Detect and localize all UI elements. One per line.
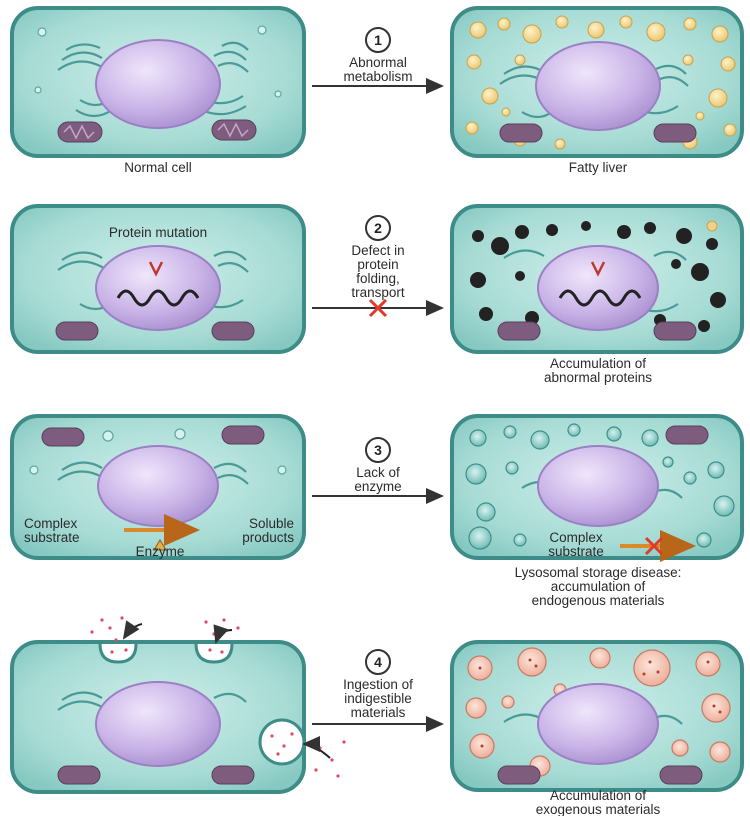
step-number-badge: 1 — [366, 28, 390, 52]
step-number-badge: 3 — [366, 438, 390, 462]
mechanism-line: Abnormal — [349, 55, 407, 70]
mechanism-line: Defect in — [351, 243, 404, 258]
mitochondria-icon — [500, 124, 542, 142]
products-label: Soluble — [249, 516, 294, 531]
mitochondria-icon — [654, 124, 696, 142]
mitochondria-icon — [56, 322, 98, 340]
row-3: Complex substrate Soluble products Enzym… — [12, 416, 742, 608]
ingesting-cell — [12, 616, 346, 792]
right-caption: abnormal proteins — [544, 370, 652, 385]
mitochondria-icon — [660, 766, 702, 784]
phagosome-icon — [260, 720, 304, 764]
mechanism-line: enzyme — [354, 479, 401, 494]
mechanism-line: folding, — [356, 271, 400, 286]
nucleus-icon — [96, 682, 220, 766]
row-4: 4 Ingestion of indigestible materials — [12, 616, 742, 816]
mechanism-line: materials — [351, 705, 406, 720]
mechanism-line: Ingestion of — [343, 677, 413, 692]
mitochondria-icon — [212, 322, 254, 340]
right-caption: Accumulation of — [550, 788, 646, 803]
mitochondria-icon — [654, 322, 696, 340]
substrate-label: Complex — [549, 530, 603, 545]
mitochondria-icon — [42, 428, 84, 446]
nucleus-icon — [96, 40, 220, 128]
row-1: Normal cell 1 Abnormal metabolism — [12, 8, 742, 175]
right-caption: endogenous materials — [532, 593, 665, 608]
step-number: 2 — [374, 220, 382, 236]
right-caption: Fatty liver — [569, 160, 628, 175]
step-number-badge: 2 — [366, 216, 390, 240]
cell-inner-label: Protein mutation — [109, 225, 207, 240]
substrate-label: substrate — [548, 544, 604, 559]
nucleus-icon — [538, 446, 658, 526]
row-2: Protein mutation 2 Defect in protein fol… — [12, 206, 742, 385]
right-caption: Accumulation of — [550, 356, 646, 371]
step-number: 4 — [374, 654, 382, 670]
mitochondria-icon — [498, 322, 540, 340]
mechanism-line: protein — [357, 257, 398, 272]
enzyme-label: Enzyme — [136, 544, 185, 559]
nucleus-icon — [536, 42, 660, 130]
mitochondria-icon — [666, 426, 708, 444]
exogenous-accumulation-cell — [452, 642, 742, 790]
mitochondria-icon — [498, 766, 540, 784]
nucleus-icon — [98, 446, 218, 526]
mitochondria-icon — [58, 766, 100, 784]
left-caption: Normal cell — [124, 160, 192, 175]
mechanism-line: Lack of — [356, 465, 400, 480]
mitochondria-icon — [222, 426, 264, 444]
fatty-liver-cell — [452, 8, 742, 156]
mechanism-line: metabolism — [343, 69, 412, 84]
normal-cell — [12, 8, 304, 156]
right-caption: exogenous materials — [536, 802, 661, 816]
nucleus-icon — [96, 246, 220, 330]
step-number: 1 — [374, 32, 382, 48]
substrate-label: Complex — [24, 516, 78, 531]
vesicle-icon — [707, 221, 717, 231]
mechanism-line: transport — [351, 285, 405, 300]
substrate-label: substrate — [24, 530, 80, 545]
right-caption: Lysosomal storage disease: — [515, 565, 682, 580]
nucleus-icon — [538, 246, 658, 330]
step-number: 3 — [374, 442, 382, 458]
nucleus-icon — [538, 684, 658, 764]
mitochondria-icon — [212, 766, 254, 784]
mechanism-line: indigestible — [344, 691, 412, 706]
products-label: products — [242, 530, 294, 545]
right-caption: accumulation of — [551, 579, 646, 594]
step-number-badge: 4 — [366, 650, 390, 674]
abnormal-protein-cell — [452, 206, 742, 352]
